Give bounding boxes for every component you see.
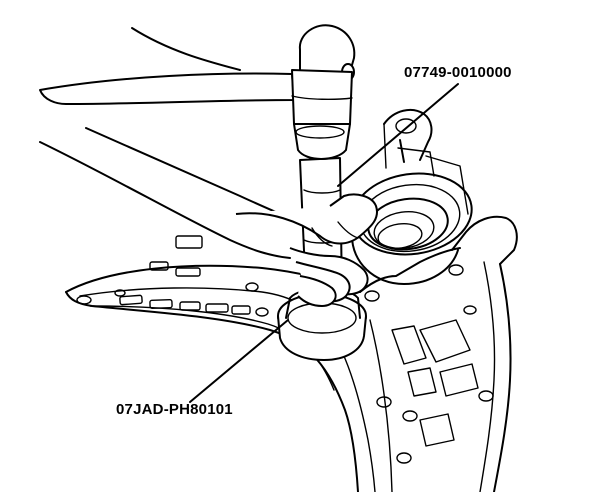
callout-attachment: 07JAD-PH80101 (116, 401, 233, 418)
flange-pockets (119, 235, 251, 315)
flange-bolt-holes (76, 264, 494, 464)
callout-handle-driver: 07749-0010000 (404, 64, 512, 81)
leader-line-handle (337, 83, 459, 187)
driver-attachment (277, 287, 367, 361)
transmission-case (65, 108, 518, 492)
leader-lines (189, 83, 459, 403)
leader-line-attachment (189, 319, 289, 403)
hammer (39, 24, 356, 160)
technician-arms (39, 27, 378, 307)
